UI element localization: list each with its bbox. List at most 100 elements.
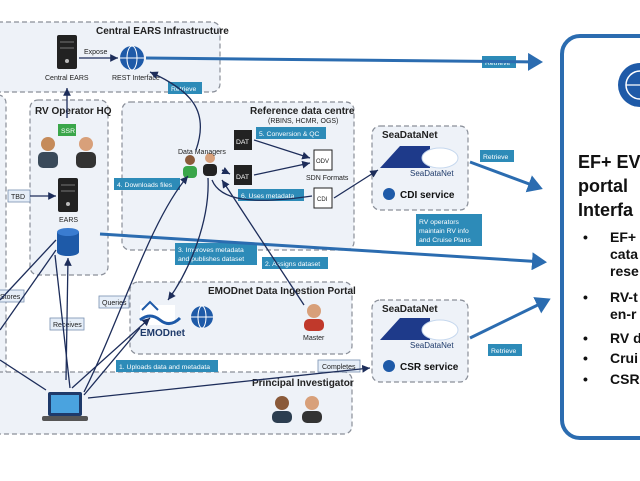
rv-operator-hq-group: RV Operator HQ EARS [29,99,112,276]
emodnet-portal-title: EMODnet Data Ingestion Portal [208,286,356,297]
left-line [0,239,57,301]
cdi-label: CDI [317,197,328,203]
csr-service-label: CSR service [400,362,459,373]
dat-label: DAT [236,174,249,181]
ssr-label: SSR [61,128,75,135]
downloads-arrow [83,175,189,393]
odv-file-icon: ODV [313,149,333,171]
central-ears-title: Central EARS Infrastructure [96,26,229,37]
person-icon [183,155,197,178]
seadatanet-logo-icon [380,318,459,341]
panel-bullet-3: rese [610,263,639,279]
retrieve-central-tag [168,82,202,94]
server-icon [58,178,78,212]
step3-label-1: 3. Improves metadata [178,247,244,254]
retrieve-right2-tag [488,344,522,356]
master-label: Master [303,335,325,342]
principal-investigator-group: Principal Investigator [0,371,354,435]
receives-label: Receives [53,322,82,329]
ears-db-to-portal-arrow [99,232,547,271]
rest-to-portal-arrow [145,52,543,71]
retrieve-right1-label: Retrieve [483,154,509,161]
server-icon [57,35,77,69]
globe-icon [191,305,213,329]
panel-title-2: portal [578,176,628,196]
emodnet-portal-group: EMODnet Data Ingestion Portal EMODnet Ma… [129,281,356,355]
seadatanet-logo-icon [380,146,459,169]
rv-note-1: RV operators [419,219,460,226]
master-person-icon [304,304,324,331]
stores-line [54,254,71,389]
retrieve-right2-label: Retrieve [491,348,517,355]
panel-bullet-2: cata [610,246,638,262]
step6-tag [238,189,304,201]
retrieve-arrow [149,71,201,151]
reference-data-centre-group: Reference data centre (RBINS, HCMR, OGS)… [121,101,355,251]
step1-tag [116,360,218,372]
database-icon [57,228,79,256]
tbd-label: TBD [11,194,25,201]
left-line [0,359,47,391]
panel-title-3: Interfa [578,200,634,220]
emodnet-logo-label: EMODnet [140,328,186,339]
bullet-dot: • [583,229,588,245]
step4-tag [114,178,180,190]
retrieve-top-label: Retrieve [485,60,511,67]
step1-label: 1. Uploads data and metadata [119,364,210,371]
panel-bullet-1: EF+ [610,229,636,245]
laptop-icon [42,392,88,421]
stores-label: Stores [0,294,21,301]
conversion-arrow [253,160,311,176]
sdn1-logo-label: SeaDataNet [410,169,454,178]
ssr-badge [58,124,76,136]
service-globe-icon [383,188,395,200]
conversion-arrow [253,139,311,160]
expose-label: Expose [84,49,107,56]
cdi-to-portal-arrow [469,160,543,193]
panel-bullet-4: RV-t [610,289,638,305]
step4-label: 4. Downloads files [117,182,173,189]
bullet-dot: • [583,350,588,366]
panel-bullet-7: Crui [610,350,638,366]
completes-tag [317,359,361,373]
rv-note-3: and Cruise Plans [419,237,471,244]
ef-ev-portal-panel: EF+ EV portal Interfa • EF+ cata rese • … [560,34,640,440]
dat-file-icon: DAT [234,130,252,150]
cdi-service-label: CDI service [400,190,455,201]
csr-to-portal-arrow [469,297,551,340]
data-managers-label: Data Managers [178,149,226,156]
rest-globe-icon [120,45,144,71]
panel-bullet-5: en-r [610,306,637,322]
panel-bullet-6: RV d [610,330,640,346]
reference-title: Reference data centre [250,106,355,117]
dat-file-icon: DAT [234,165,252,185]
cdi-file-icon: CDI [313,187,333,209]
upload-arrow [83,327,141,396]
step5-tag [256,127,326,139]
bullet-dot: • [583,330,588,346]
bullet-dot: • [583,289,588,305]
ears-label: EARS [59,217,78,224]
person-icon [302,396,322,423]
seadatanet-csr-group: SeaDataNet SeaDataNet CSR service [371,299,469,383]
service-globe-icon [383,360,395,372]
globe-icon [618,63,640,107]
dat-label: DAT [236,139,249,146]
completes-arrow [87,364,371,399]
rv-operators-note [416,214,482,246]
person-icon [203,153,217,176]
odv-label: ODV [316,159,329,165]
sdn2-logo-label: SeaDataNet [410,341,454,350]
person-icon [76,137,96,168]
rv-hq-title: RV Operator HQ [35,106,112,117]
left-partial-group [0,94,7,386]
manager-to-dat-arrow [221,167,231,175]
reference-subtitle: (RBINS, HCMR, OGS) [268,118,338,125]
retrieve-central-label: Retrieve [171,86,197,93]
retrieve-right1-tag [480,150,514,162]
completes-label: Completes [322,364,356,371]
sdn2-title: SeaDataNet [382,304,438,315]
left-line [0,249,57,331]
step6-label: 6. Uses metadata [241,193,294,200]
